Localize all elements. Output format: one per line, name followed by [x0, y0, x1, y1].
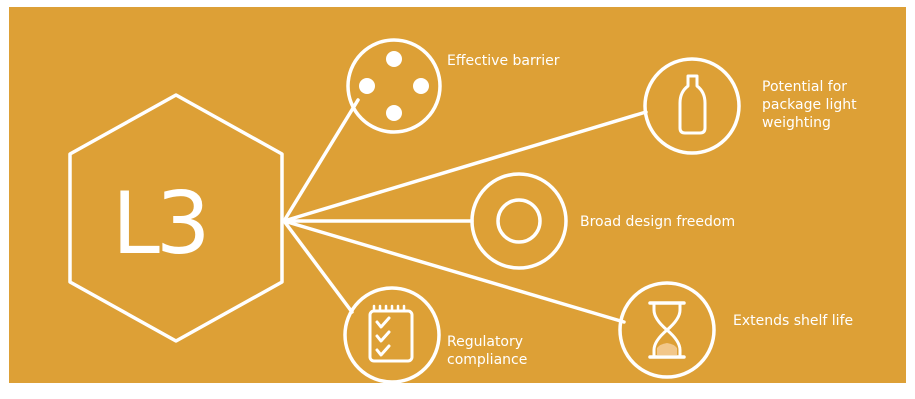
connector-line [282, 110, 648, 223]
checklist-icon [343, 286, 441, 384]
hourglass-icon [618, 281, 716, 379]
benefit-label-light-weighting: Potential for package light weighting [762, 79, 857, 131]
center-label: L3 [112, 174, 211, 274]
benefit-label-effective-barrier: Effective barrier [447, 53, 560, 69]
diagram-panel [9, 7, 906, 383]
connector-lines [282, 98, 648, 324]
connector-line [282, 98, 360, 223]
connector-line [282, 219, 354, 314]
connector-line [282, 219, 626, 324]
benefit-label-shelf-life: Extends shelf life [733, 313, 854, 329]
benefit-label-design-freedom: Broad design freedom [580, 214, 736, 230]
bottle-icon [643, 57, 741, 155]
benefit-label-regulatory: Regulatory compliance [447, 334, 528, 368]
center-hexagon-outline [68, 93, 284, 343]
ring-icon [470, 172, 568, 270]
dots-barrier-icon [346, 38, 442, 134]
